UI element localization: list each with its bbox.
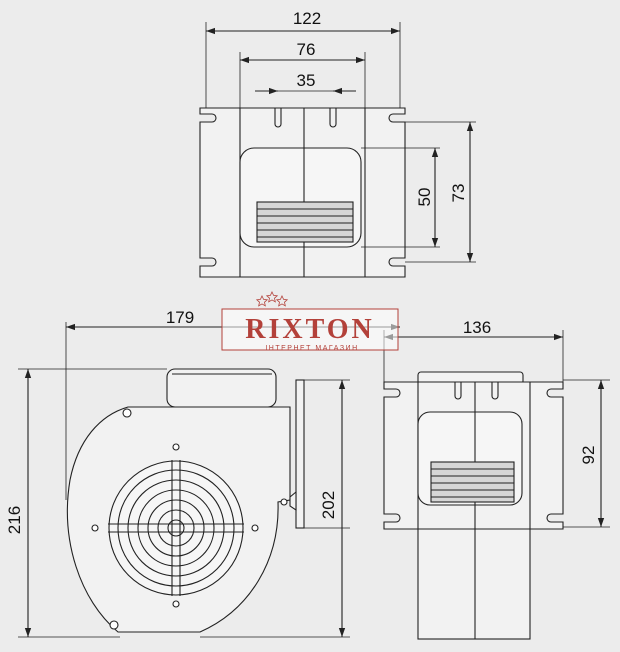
dim-label-216: 216 bbox=[5, 506, 24, 534]
front-view-grill bbox=[430, 461, 515, 503]
dim-label-179: 179 bbox=[166, 308, 194, 327]
dim-label-136: 136 bbox=[463, 318, 491, 337]
dim-label-50: 50 bbox=[415, 188, 434, 207]
side-view bbox=[18, 322, 400, 638]
dim-label-76: 76 bbox=[297, 40, 316, 59]
watermark-brand: RIXTON bbox=[245, 314, 375, 345]
rixton-watermark: RIXTON ІНТЕРНЕТ МАГАЗИН bbox=[221, 291, 399, 352]
dim-label-122: 122 bbox=[293, 9, 321, 28]
watermark-tagline: ІНТЕРНЕТ МАГАЗИН bbox=[265, 345, 358, 352]
top-view-slot-left bbox=[274, 108, 282, 128]
side-view-inlet bbox=[108, 460, 244, 596]
dim-label-202: 202 bbox=[319, 491, 338, 519]
front-view-body bbox=[417, 527, 531, 640]
dim-label-73: 73 bbox=[449, 184, 468, 203]
dim-label-92: 92 bbox=[579, 446, 598, 465]
top-view-grill bbox=[256, 201, 354, 243]
side-view-flange bbox=[295, 379, 305, 529]
dim-label-35: 35 bbox=[297, 71, 316, 90]
side-view-motor bbox=[166, 368, 277, 408]
star-icon bbox=[255, 291, 289, 307]
front-view bbox=[383, 330, 610, 640]
top-view-slot-right bbox=[329, 108, 337, 128]
top-view bbox=[199, 22, 476, 278]
